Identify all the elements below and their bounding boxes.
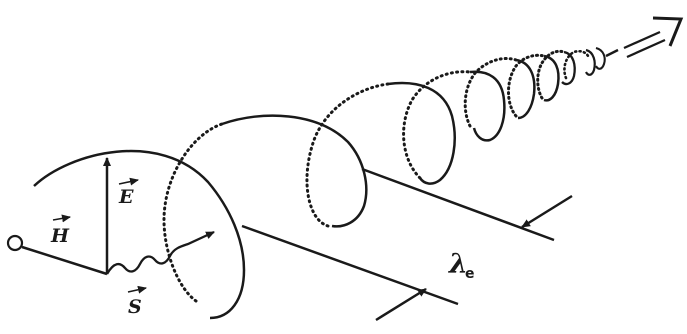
- helix-front-arc-4: [470, 72, 504, 141]
- propagation-dash-1: [606, 50, 618, 56]
- helix-back-arc-2: [307, 84, 388, 226]
- helix-front-arc-5: [516, 60, 534, 118]
- label-e-text: E: [118, 186, 134, 208]
- helix-front-arc-6: [544, 56, 558, 100]
- helix-front-arc-3: [388, 83, 455, 184]
- helix-tail-loop-2: [564, 51, 588, 78]
- helix-tail-loop-4: [596, 48, 605, 69]
- label-s: S: [128, 288, 146, 318]
- helix-back-arc-1: [164, 124, 222, 301]
- label-lambda-subscript: e: [465, 266, 475, 282]
- feed-line: [22, 247, 107, 274]
- helix-tail-loop-3: [586, 50, 595, 75]
- helix-front-arc-2: [222, 116, 366, 227]
- label-h: H: [50, 217, 70, 247]
- wavelength-line-lower: [242, 226, 458, 304]
- helix-back-arc-3: [404, 72, 470, 178]
- label-wavelength: λ e: [448, 249, 475, 282]
- label-e: E: [118, 180, 138, 208]
- propagation-double-arrow-icon: [624, 18, 681, 57]
- s-vector-wavy-arrow: [107, 232, 214, 274]
- wavelength-line-upper: [362, 169, 554, 240]
- label-s-text: S: [128, 296, 142, 318]
- wavelength-arrow-lower: [376, 289, 426, 320]
- label-h-text: H: [50, 225, 70, 247]
- terminal-circle-icon: [8, 236, 22, 250]
- wavelength-arrow-upper: [522, 196, 572, 227]
